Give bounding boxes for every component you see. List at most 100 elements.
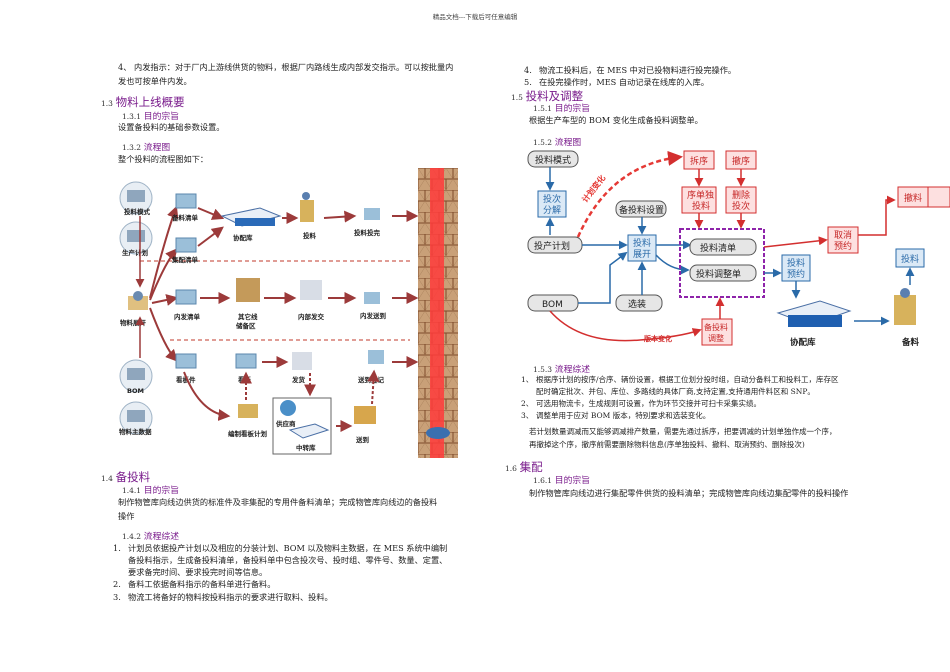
section-1-4-1-line-2: 操作	[118, 511, 135, 521]
version-change-label: 版本变化	[644, 334, 672, 343]
ship-label: 发货	[291, 375, 306, 384]
kanban-icon	[235, 353, 257, 369]
feed-reserve-node	[781, 254, 811, 282]
feed-node	[895, 248, 925, 268]
section-1-3-heading: 1.3 物料上线概要	[101, 94, 185, 110]
section-1-6-1-text: 制作物管库向线边进行集配零件供货的投料清单；完成物管库向线边集配零件的投料操作	[529, 488, 849, 498]
expand-node	[627, 234, 657, 262]
withdraw-label: 撤料	[904, 192, 922, 204]
feed-adjust-flow-diagram: 投料模式 投次 分解 计划变化 投产计划 备投料设置 投料 展开 投料清单 投料…	[527, 150, 950, 348]
kanban-plan-label: 编制看板计划	[228, 429, 268, 438]
summary-num: 1、	[521, 375, 534, 384]
delivered-icon	[354, 406, 376, 424]
coop-warehouse-label: 协配库	[790, 337, 816, 348]
list-item-text: 物流工投料后，在 MES 中对已投物料进行投完操作。	[539, 65, 737, 75]
supplier-globe-icon	[280, 400, 296, 416]
feed-mode-label: 投料模式	[124, 207, 151, 216]
list-item-line: 备料工依据备料指示的备料单进行备料。	[128, 579, 276, 589]
supplier-transit-box	[272, 397, 332, 455]
section-title: 目的宗旨	[143, 486, 179, 496]
cancel-reserve-label-2: 预约	[834, 240, 852, 252]
feed-done-icon	[364, 208, 380, 220]
material-expand-icon	[128, 296, 148, 310]
list-item-num: 3.	[113, 592, 121, 602]
feed-label: 投料	[901, 253, 919, 265]
seq-feed-label-1: 序单独	[687, 189, 714, 201]
section-1-6-1-heading: 1.6.1 目的宗旨	[533, 473, 590, 486]
bom-label: BOM	[542, 300, 563, 310]
summary-line: 根据序计划的按序/合序、辆份设置，根据工位划分投时组，自动分备料工和投料工，库存…	[536, 375, 839, 384]
section-1-5-1-text: 根据生产车型的 BOM 变化生成备投料调整单。	[529, 115, 703, 125]
section-number: 1.4.1	[122, 486, 142, 495]
list-item-num: 4.	[524, 65, 532, 75]
note-line-1: 若计划数量调减而又能够调减排产数量，需要先通过拆序，把要调减的计划单独作成一个序…	[529, 427, 837, 436]
cancel-reserve-node	[827, 226, 859, 254]
list-item-num: 2.	[113, 579, 121, 589]
section-number: 1.4.2	[122, 532, 142, 541]
section-1-5-2-heading: 1.5.2 流程图	[533, 135, 581, 148]
option-node	[615, 294, 663, 312]
internal-arrive-icon	[364, 292, 380, 304]
plan-change-label: 计划变化	[580, 173, 608, 204]
section-1-4-1-line-1: 制作物管库向线边供货的标准件及非集配的专用件备料清单；完成物管库向线边的备投料	[118, 497, 438, 507]
section-1-5-1-heading: 1.5.1 目的宗旨	[533, 101, 590, 114]
transit-label: 中转库	[296, 443, 316, 452]
seq-feed-label-2: 投料	[692, 200, 710, 212]
production-plan-label: 投产计划	[534, 240, 570, 252]
summary-num: 2、	[521, 399, 534, 408]
cancel-seq-label: 撤序	[732, 155, 750, 167]
feed-done-label: 投料投完	[354, 228, 381, 237]
internal-send-label: 内部发交	[298, 312, 325, 321]
section-title: 流程图	[554, 138, 582, 148]
section-title: 流程综述	[143, 532, 179, 542]
feed-worker-icon	[300, 200, 314, 222]
kanban-item-label: 看板件	[176, 375, 196, 384]
section-number: 1.4	[101, 474, 113, 483]
adjust-list-node	[689, 264, 757, 282]
section-title: 流程图	[143, 143, 171, 153]
expand-label-2: 展开	[633, 249, 651, 260]
feed-setting-node	[615, 200, 667, 218]
master-data-label: 物料主数据	[119, 427, 152, 436]
section-number: 1.5.1	[533, 104, 553, 113]
section-1-6-heading: 1.6 集配	[505, 459, 543, 475]
supplier-label: 供应商	[275, 419, 296, 428]
section-title: 目的宗旨	[554, 476, 590, 486]
section-1-4-heading: 1.4 备投料	[101, 469, 150, 485]
material-expand-label: 物料展开	[120, 318, 147, 327]
internal-list-label: 内发清单	[174, 312, 201, 321]
plan-change-arrow	[576, 150, 683, 238]
section-1-3-2-text: 整个投料的流程图如下：	[118, 154, 209, 164]
intro-line-2: 发也可按单件内发。	[118, 76, 192, 86]
section-number: 1.5.3	[533, 365, 553, 374]
section-number: 1.3	[101, 99, 113, 108]
note-line-2: 再撤掉这个序，撤序前需要删除物料信息(序单独投料、撤料、取消预约、删除投次)	[529, 440, 805, 449]
summary-line: 配时确定批次、并包、库位、多路线的具体厂商,支持定置,支持通用件料区和 SNP。	[536, 387, 815, 396]
adjust-label-1: 备投料	[704, 322, 728, 332]
plan-mode-label: 投料模式	[535, 154, 571, 166]
list-item-line: 计划员依据投产计划以及相应的分装计划、BOM 以及物料主数据，在 MES 系统中…	[128, 543, 448, 553]
section-1-5-heading: 1.5 投料及调整	[511, 88, 583, 104]
order-list-icon	[175, 193, 197, 209]
page-header: 精品文档---下载后可任意编辑	[432, 13, 518, 21]
cancel-reserve-label-1: 取消	[834, 229, 852, 241]
material-flow-diagram: 投料模式 生产计划 物料展开 BOM 物料主数据 备料清单 集配清单 协配库 投…	[119, 168, 458, 458]
transit-warehouse-icon	[288, 423, 330, 439]
summary-line: 可选用物流卡，生成规则可设置，作为环节交接并可扫卡采集实绩。	[536, 399, 761, 408]
summary-line: 调整单用于应对 BOM 版本，特别要求和选装变化。	[536, 411, 711, 420]
option-label: 选装	[628, 298, 646, 310]
feed-label: 投料	[303, 231, 317, 240]
section-number: 1.5	[511, 93, 523, 102]
feed-reserve-label-1: 投料	[787, 257, 805, 269]
split-label-2: 分解	[543, 204, 561, 216]
section-title: 备投料	[115, 470, 151, 484]
list-item-num: 5.	[524, 77, 532, 87]
collect-list-icon	[175, 237, 197, 253]
delivered-label: 送到	[355, 435, 370, 444]
intro-num: 4、	[118, 62, 132, 72]
delete-feed-label-2: 投次	[732, 200, 750, 212]
section-title: 目的宗旨	[143, 112, 179, 122]
car-icon	[426, 427, 450, 439]
list-item-line: 物流工将备好的物料按投料指示的要求进行取料、投料。	[128, 592, 333, 602]
seq-feed-node	[681, 186, 717, 214]
